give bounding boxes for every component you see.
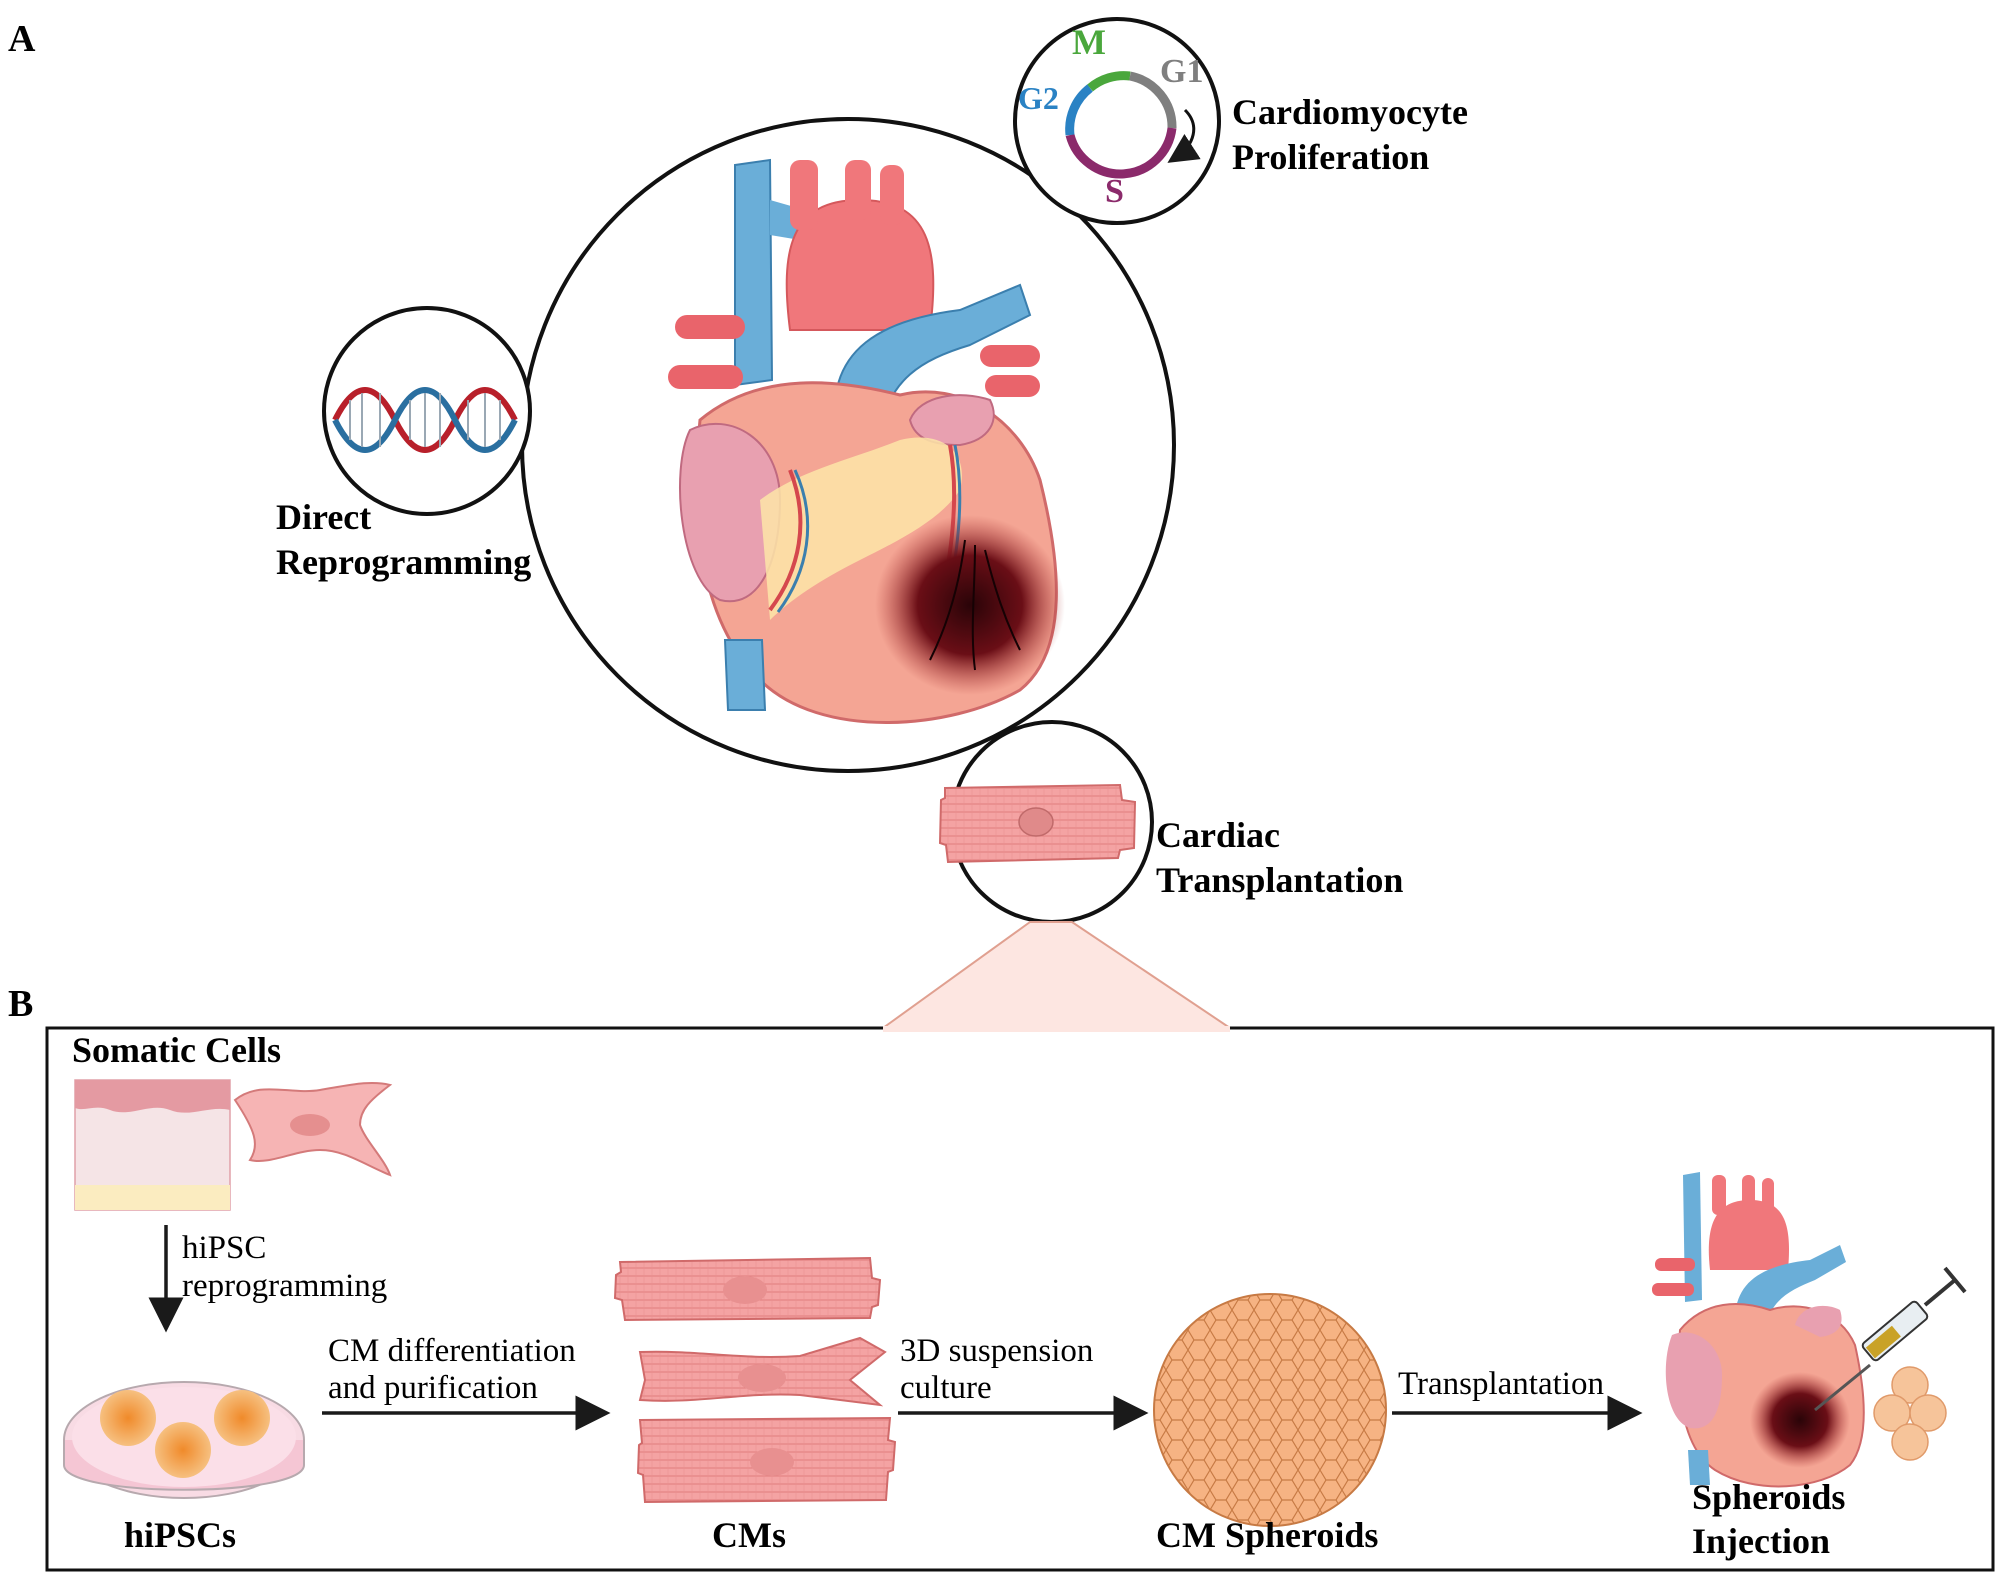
syringe-icon — [1814, 1266, 1967, 1412]
panel-b-letter: B — [8, 983, 34, 1025]
cm-spheroids-label: CM Spheroids — [1156, 1515, 1379, 1555]
phase-m-label: M — [1072, 22, 1106, 62]
step-transplantation: Transplantation — [1398, 1366, 1604, 1402]
petri-dish-icon — [63, 1381, 305, 1499]
cell-cycle-circle — [1013, 17, 1221, 225]
step-differentiation-line1: CM differentiation — [328, 1333, 576, 1369]
zoom-cone — [879, 921, 1234, 1029]
fibroblast-icon — [233, 1081, 393, 1177]
hipscs-label: hiPSCs — [124, 1515, 237, 1555]
spheroid-cluster-icon — [1873, 1366, 1947, 1461]
transplantation-title-line2: Transplantation — [1156, 860, 1404, 900]
panel-a-letter: A — [8, 18, 36, 60]
cms-label: CMs — [712, 1515, 786, 1555]
transplantation-title-line1: Cardiac — [1156, 815, 1280, 855]
proliferation-title-line1: Cardiomyocyte — [1232, 92, 1468, 132]
injection-title-line2: Injection — [1692, 1521, 1830, 1561]
infarct-region — [875, 515, 1065, 695]
cell-cycle-icon — [1065, 71, 1177, 179]
step-reprogramming-line1: hiPSC — [182, 1230, 267, 1266]
cardiomyocyte-icon — [938, 783, 1137, 864]
heart-illustration — [668, 158, 1065, 724]
phase-g1-label: G1 — [1160, 53, 1204, 90]
skin-tissue-icon — [74, 1079, 231, 1211]
step-differentiation-line2: and purification — [328, 1370, 538, 1406]
injection-title-line1: Spheroids — [1692, 1477, 1846, 1517]
cm-spheroid-icon — [1153, 1293, 1387, 1527]
proliferation-title-line2: Proliferation — [1232, 137, 1430, 177]
cycle-arrow-icon — [1167, 108, 1201, 163]
phase-s-label: S — [1105, 173, 1124, 210]
reprogramming-title-line1: Direct — [276, 497, 372, 537]
somatic-cells-title: Somatic Cells — [72, 1030, 281, 1070]
step-suspension-line1: 3D suspension — [900, 1333, 1094, 1369]
step-suspension-line2: culture — [900, 1370, 992, 1406]
phase-g2-label: G2 — [1018, 80, 1059, 116]
dna-circle — [322, 306, 532, 516]
small-heart-icon — [1652, 1172, 1865, 1488]
step-reprogramming-line2: reprogramming — [182, 1268, 388, 1304]
reprogramming-title-line2: Reprogramming — [276, 542, 532, 582]
cardiomyocytes-icon — [613, 1256, 897, 1504]
dna-helix-icon — [332, 387, 518, 453]
